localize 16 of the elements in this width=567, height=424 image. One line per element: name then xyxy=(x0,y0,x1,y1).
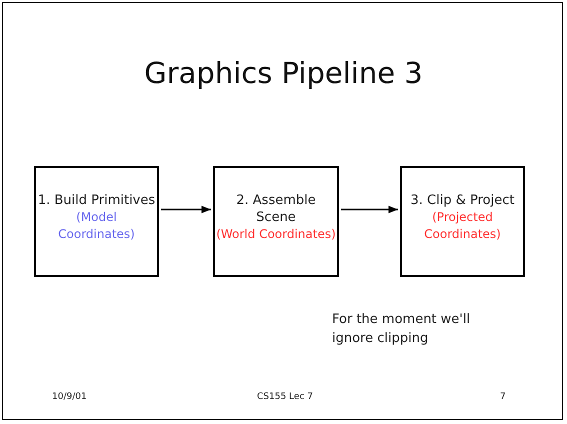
step-name: 3. Clip & Project xyxy=(410,192,514,209)
note-text: For the moment we'll ignore clipping xyxy=(332,311,472,348)
process-box xyxy=(34,166,159,277)
slide-title: Graphics Pipeline 3 xyxy=(143,56,424,90)
step-name: 2. Assemble Scene xyxy=(235,192,317,226)
course-footer: CS155 Lec 7 xyxy=(230,391,340,404)
page-number: 7 xyxy=(500,391,507,404)
arrow xyxy=(161,206,211,214)
coordinate-space-note: (World Coordinates) xyxy=(216,226,336,243)
arrow xyxy=(341,206,398,214)
coordinate-space-note: (Projected Coordinates) xyxy=(423,209,502,243)
process-box xyxy=(213,166,339,277)
date-footer: 10/9/01 xyxy=(52,391,132,404)
step-name: 1. Build Primitives xyxy=(38,192,156,209)
process-box xyxy=(400,166,525,277)
coordinate-space-note: (Model Coordinates) xyxy=(57,209,136,243)
